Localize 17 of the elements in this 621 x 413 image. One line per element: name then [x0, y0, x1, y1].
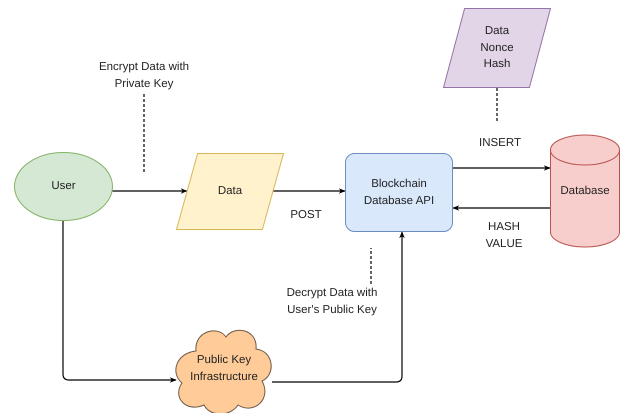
arrow — [112, 188, 188, 194]
node-label: Data Nonce Hash — [479, 24, 515, 72]
arrow — [452, 205, 550, 211]
leader-line — [496, 88, 498, 122]
arrow — [453, 165, 551, 171]
leader-line — [143, 94, 145, 173]
leader-line — [370, 248, 372, 284]
node-label: Public Key Infrastructure — [189, 353, 259, 385]
arrow — [62, 221, 177, 383]
arrow — [273, 188, 346, 194]
arrow — [272, 231, 405, 383]
node-label: Blockchain Database API — [362, 176, 436, 208]
node-label: Database — [559, 184, 611, 199]
node-label: Data — [216, 184, 244, 200]
annotation-text: Encrypt Data with Private Key — [98, 60, 190, 92]
annotation-text: Decrypt Data with User's Public Key — [286, 286, 378, 318]
node-label: User — [51, 179, 76, 194]
